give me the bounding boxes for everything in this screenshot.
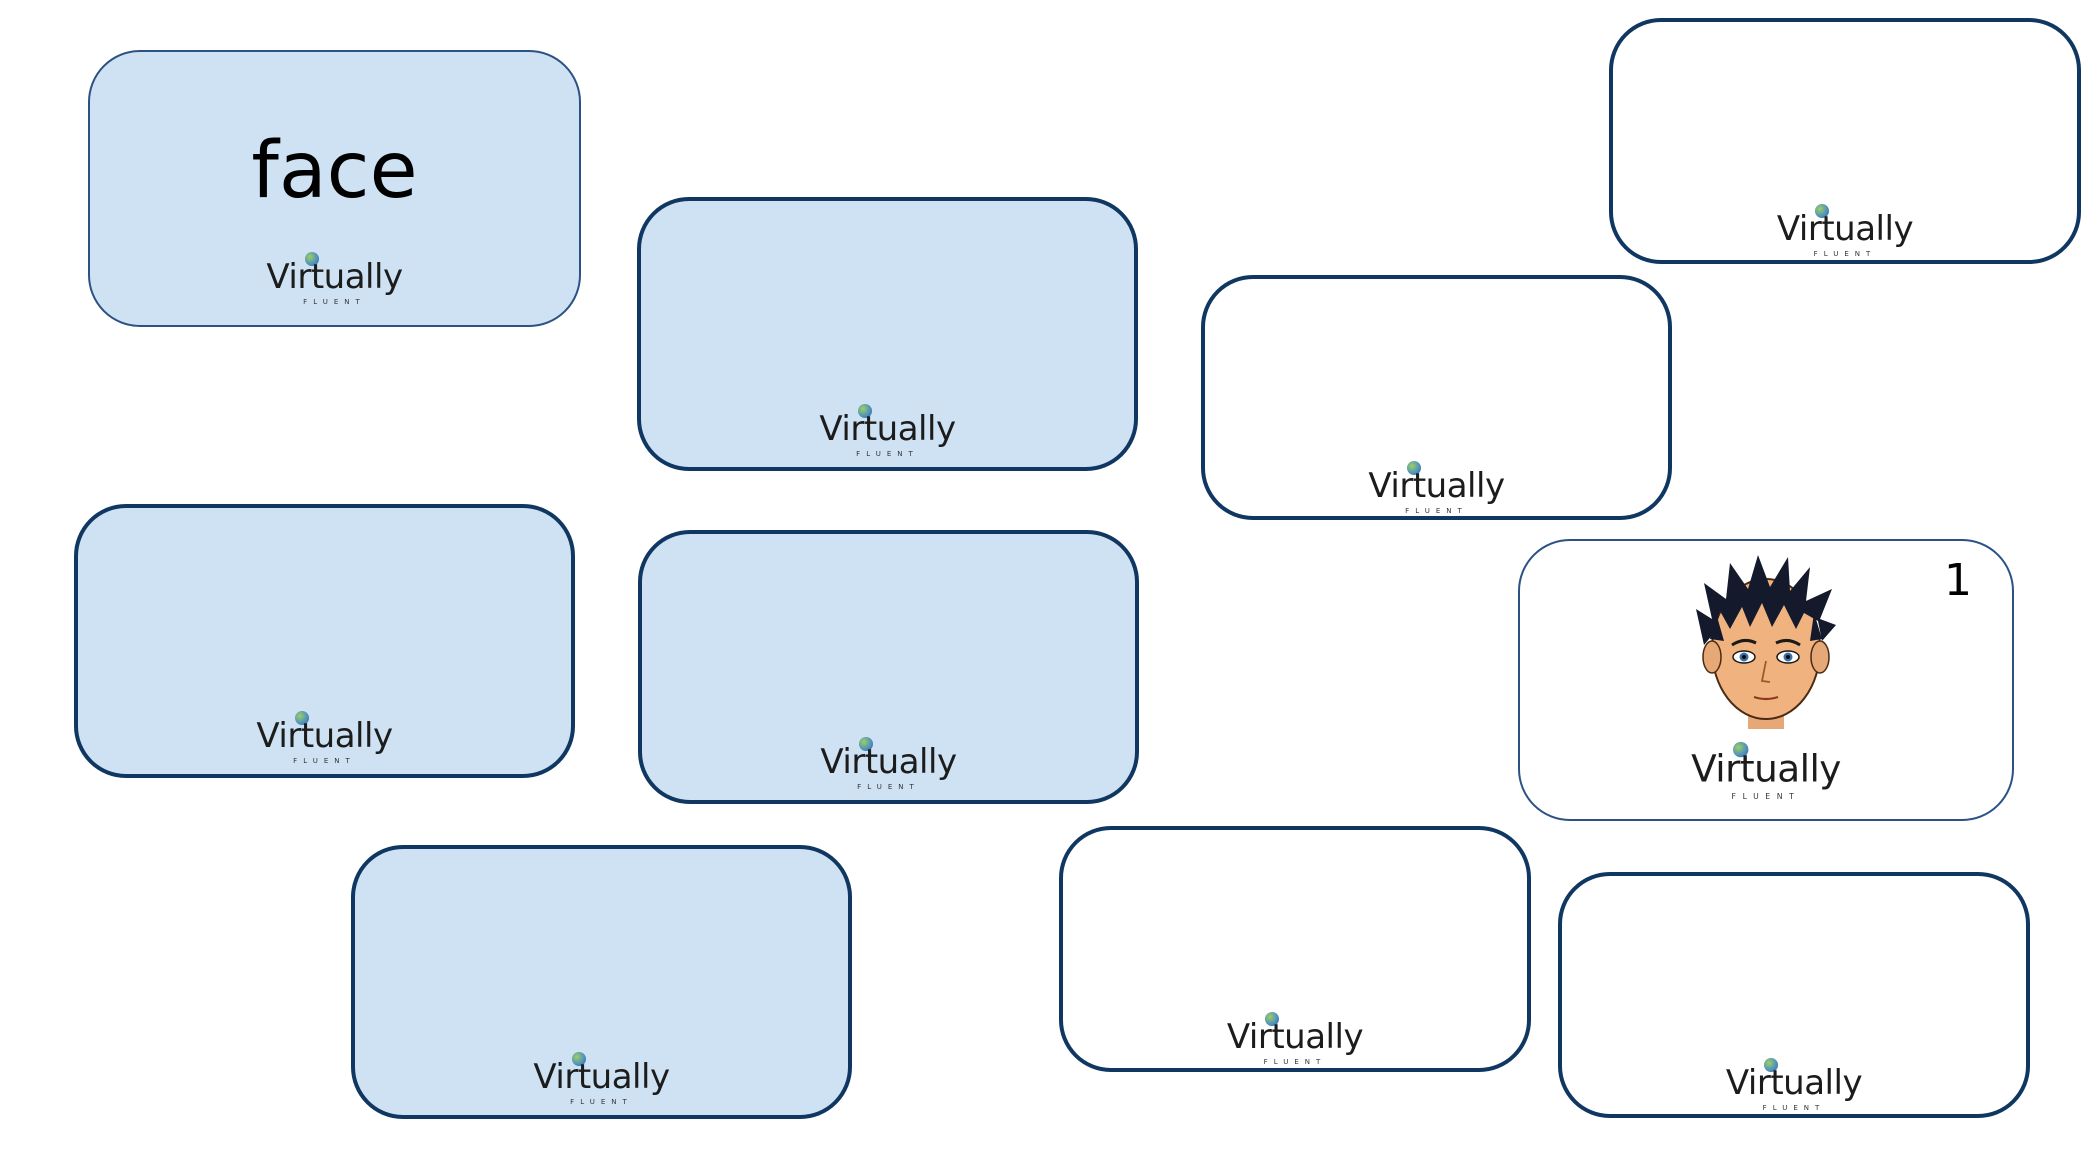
card-face-down[interactable]: Virtually FLUENT <box>637 197 1138 471</box>
card-word-face[interactable]: face Virtually FLUENT <box>88 50 581 327</box>
globe-icon <box>1815 204 1829 218</box>
virtually-fluent-logo: Virtually FLUENT <box>532 1052 672 1114</box>
virtually-fluent-logo: Virtually FLUENT <box>255 711 395 773</box>
virtually-fluent-logo: Virtually FLUENT <box>1724 1058 1864 1120</box>
virtually-fluent-logo: Virtually FLUENT <box>1225 1012 1365 1074</box>
globe-icon <box>1733 741 1749 758</box>
globe-icon <box>858 737 873 751</box>
card-number: 1 <box>1944 555 1972 606</box>
card-face-down[interactable]: Virtually FLUENT <box>1609 18 2081 264</box>
virtually-fluent-logo: Virtually FLUENT <box>1689 741 1843 810</box>
globe-icon <box>294 711 309 725</box>
globe-icon <box>304 252 319 266</box>
cartoon-boy-face-icon <box>1696 555 1836 729</box>
virtually-fluent-logo: Virtually FLUENT <box>818 404 958 466</box>
globe-icon <box>571 1052 586 1066</box>
virtually-fluent-logo: Virtually FLUENT <box>265 252 405 314</box>
card-face-down[interactable]: Virtually FLUENT <box>74 504 575 778</box>
card-face-down[interactable]: Virtually FLUENT <box>1201 275 1672 520</box>
globe-icon <box>1764 1058 1778 1072</box>
virtually-fluent-logo: Virtually FLUENT <box>1775 204 1915 266</box>
card-face-down[interactable]: Virtually FLUENT <box>638 530 1139 804</box>
virtually-fluent-logo: Virtually FLUENT <box>819 737 959 799</box>
card-face-down[interactable]: Virtually FLUENT <box>1059 826 1531 1072</box>
virtually-fluent-logo: Virtually FLUENT <box>1367 461 1507 523</box>
globe-icon <box>857 404 872 418</box>
globe-icon <box>1406 461 1421 475</box>
card-face-down[interactable]: Virtually FLUENT <box>351 845 852 1119</box>
globe-icon <box>1265 1012 1279 1026</box>
card-word-text: face <box>251 126 418 216</box>
card-face-down[interactable]: Virtually FLUENT <box>1558 872 2030 1118</box>
card-picture-face[interactable]: 1 <box>1518 539 2014 821</box>
